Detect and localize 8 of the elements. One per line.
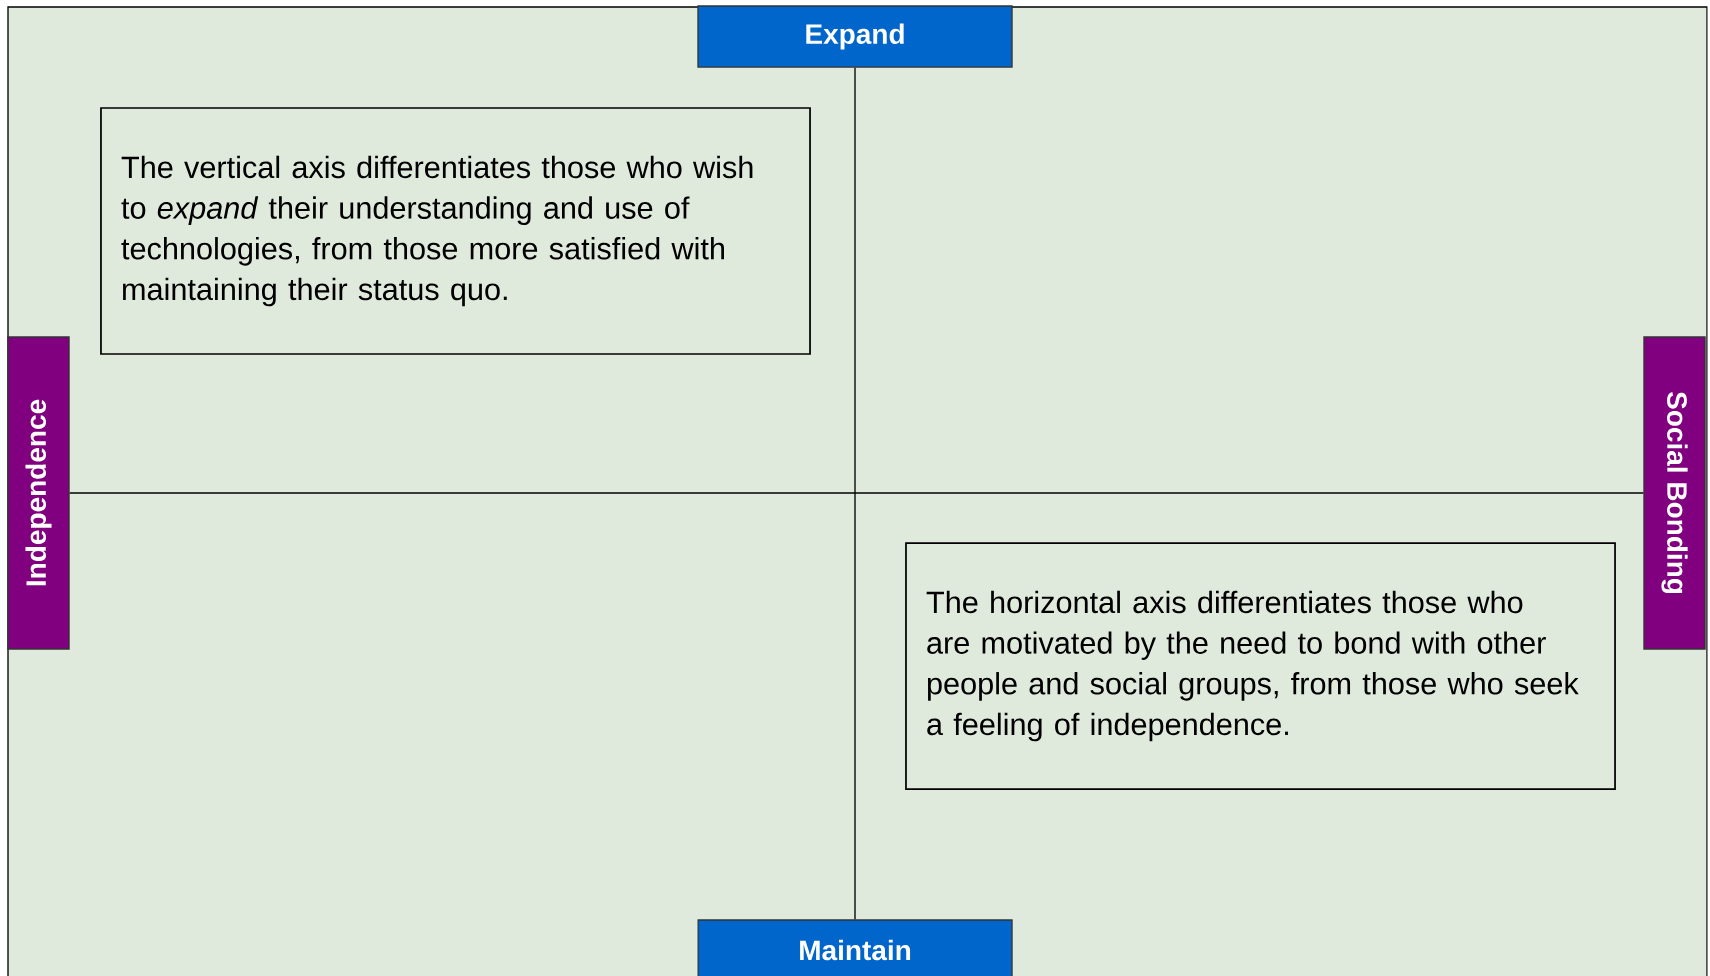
axis-label-box: Social Bonding <box>1643 336 1706 650</box>
axis-label-box: Maintain <box>697 919 1013 976</box>
axis-label-box: Expand <box>697 5 1013 68</box>
text-box: The horizontal axis differentiates those who are motivated by the need to bond with other people and social groups, from those who seek a feeling of independence. <box>905 542 1616 790</box>
axis-label-box: Independence <box>7 336 70 650</box>
axis-line <box>854 67 856 920</box>
axis-line <box>69 492 1644 494</box>
text-box: The vertical axis differentiates those who wish to expand their understanding and use of technologies, from those more satisfied with maintaining their status quo. <box>100 107 811 355</box>
